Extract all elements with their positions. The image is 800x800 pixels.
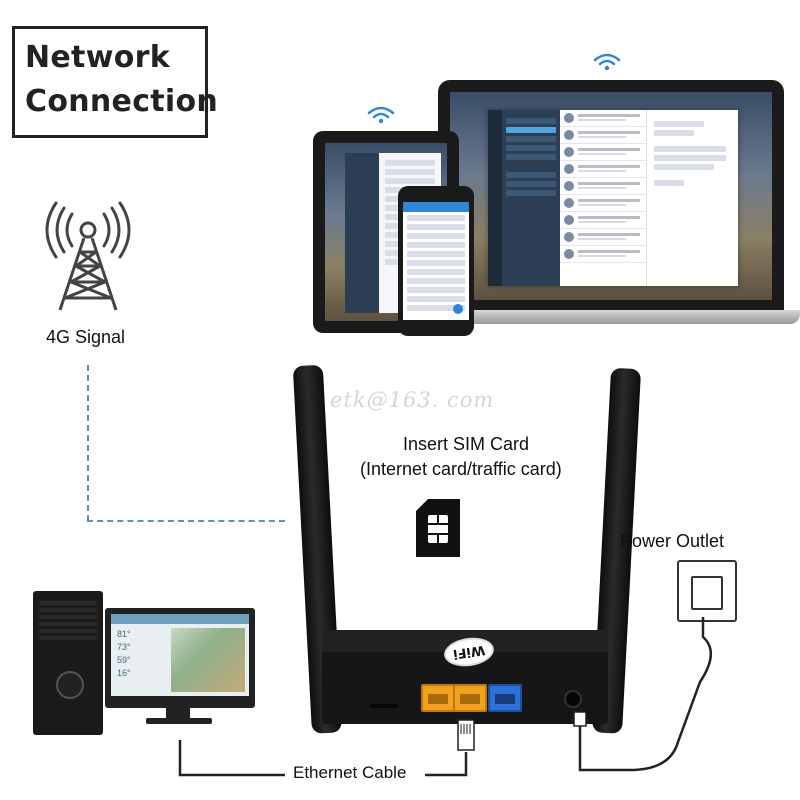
power-outlet-label: Power Outlet	[620, 531, 725, 551]
title-box	[12, 26, 208, 138]
power-jack	[564, 690, 582, 708]
laptop	[438, 80, 784, 312]
signal-dashed-line-horizontal	[87, 520, 285, 522]
smartphone	[398, 186, 474, 336]
power-button	[56, 671, 84, 699]
temp-4: 16°	[117, 668, 131, 678]
ethernet-cable	[178, 719, 475, 777]
temp-3: 59°	[117, 655, 131, 665]
lan-port-1	[421, 684, 455, 712]
power-plug-icon	[691, 576, 723, 610]
sim-label-line-2: (Internet card/traffic card)	[360, 459, 562, 479]
monitor-neck	[166, 708, 190, 720]
monitor-stand	[146, 718, 212, 724]
lan-port-2	[453, 684, 487, 712]
title-line-2: Connection	[25, 84, 219, 119]
reset-slot	[370, 704, 398, 708]
laptop-base	[420, 310, 800, 324]
temp-1: 81°	[117, 629, 131, 639]
signal-label: 4G Signal	[46, 327, 126, 347]
sim-label-line-1: Insert SIM Card	[403, 434, 530, 454]
power-outlet	[677, 560, 737, 622]
power-cable	[573, 617, 712, 772]
monitor-screen: 81° 73° 59° 16°	[111, 614, 249, 696]
monitor: 81° 73° 59° 16°	[105, 608, 255, 708]
sim-card-icon	[416, 499, 460, 557]
wan-port	[488, 684, 522, 712]
temp-2: 73°	[117, 642, 131, 652]
signal-dashed-line-vertical	[87, 365, 89, 521]
phone-screen	[403, 202, 469, 320]
laptop-screen	[450, 92, 772, 300]
watermark: etk@163. com	[330, 388, 495, 412]
desktop-tower	[33, 591, 103, 735]
title-line-1: Network	[25, 40, 170, 75]
wifi-icon	[593, 53, 621, 71]
ethernet-cable-label: Ethernet Cable	[293, 763, 407, 782]
wifi-icon	[367, 106, 395, 124]
mail-app-window	[488, 110, 738, 286]
cell-tower-icon	[45, 201, 131, 311]
